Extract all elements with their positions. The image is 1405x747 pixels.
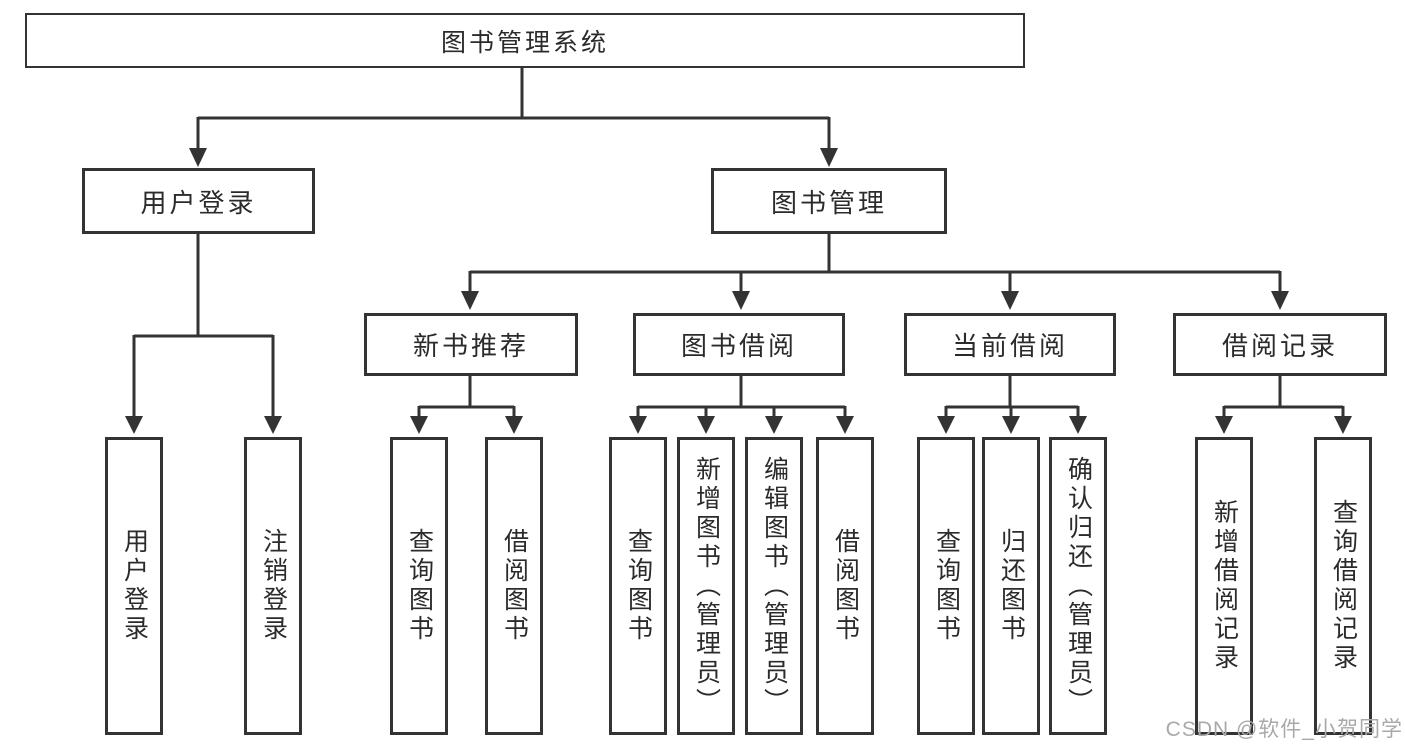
connector-root-to-level2 <box>189 68 838 167</box>
leaf-query-borrow-record: 查询借阅记录 <box>1314 437 1372 735</box>
leaf-add-books-admin: 新增图书（管理员） <box>677 437 735 735</box>
leaf-query-books-borrowing: 查询图书 <box>609 437 667 735</box>
node-user-login: 用户登录 <box>82 168 315 234</box>
node-current-borrowing: 当前借阅 <box>904 313 1116 376</box>
csdn-watermark: CSDN @软件_小贺同学 <box>1165 718 1403 741</box>
node-library-management-system: 图书管理系统 <box>25 13 1025 68</box>
leaf-query-books-recommend: 查询图书 <box>390 437 448 735</box>
leaf-borrow-books-recommend: 借阅图书 <box>485 437 543 735</box>
node-new-book-recommendation: 新书推荐 <box>364 313 578 376</box>
leaf-user-login: 用户登录 <box>105 437 163 735</box>
leaf-edit-books-admin: 编辑图书（管理员） <box>745 437 803 735</box>
leaf-add-borrow-record: 新增借阅记录 <box>1195 437 1253 735</box>
connector-newbook-to-leaves <box>410 376 523 434</box>
connector-bookmgmt-to-level3 <box>461 234 1289 310</box>
connector-userlogin-to-leaves <box>125 234 282 434</box>
connector-records-to-leaves <box>1215 376 1352 434</box>
node-book-management: 图书管理 <box>711 168 947 234</box>
leaf-logout: 注销登录 <box>244 437 302 735</box>
leaf-query-books-current: 查询图书 <box>917 437 975 735</box>
connector-current-to-leaves <box>937 376 1087 434</box>
node-book-borrowing: 图书借阅 <box>633 313 845 376</box>
connector-borrowing-to-leaves <box>629 376 854 434</box>
leaf-confirm-return-admin: 确认归还（管理员） <box>1049 437 1107 735</box>
leaf-return-books: 归还图书 <box>982 437 1040 735</box>
leaf-borrow-books: 借阅图书 <box>816 437 874 735</box>
node-borrowing-records: 借阅记录 <box>1173 313 1387 376</box>
